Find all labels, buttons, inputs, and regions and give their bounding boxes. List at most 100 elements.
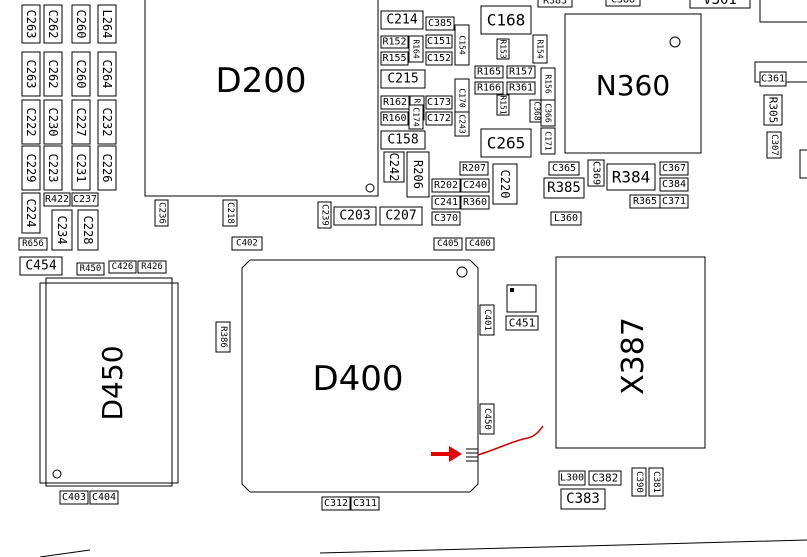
component-c224: C224 bbox=[21, 192, 41, 234]
svg-text:R361: R361 bbox=[509, 83, 533, 94]
chip-d200: D200 bbox=[144, 0, 379, 197]
component-c172: C172 bbox=[425, 111, 453, 126]
chip-x387-label: X387 bbox=[616, 317, 651, 395]
component-r386: R386 bbox=[215, 321, 231, 353]
svg-text:C237: C237 bbox=[73, 194, 97, 205]
svg-text:C361: C361 bbox=[761, 74, 785, 85]
svg-text:R166: R166 bbox=[477, 83, 501, 94]
component-c229: C229 bbox=[21, 145, 41, 191]
component-c265: C265 bbox=[480, 128, 532, 158]
svg-text:R165: R165 bbox=[477, 67, 501, 78]
component-r154: R154 bbox=[532, 34, 548, 64]
component-c240: C240 bbox=[460, 178, 490, 193]
svg-text:C312: C312 bbox=[324, 498, 348, 509]
svg-text:V301: V301 bbox=[703, 0, 737, 8]
svg-text:R386: R386 bbox=[218, 326, 228, 348]
svg-text:C307: C307 bbox=[769, 134, 779, 156]
svg-text:C207: C207 bbox=[385, 209, 416, 224]
arrow-right-icon bbox=[431, 446, 462, 462]
component-c307: C307 bbox=[766, 131, 782, 159]
component-r166: R166 bbox=[474, 81, 504, 95]
svg-text:C401: C401 bbox=[482, 309, 492, 331]
svg-text:R164: R164 bbox=[412, 39, 421, 58]
svg-text:C262: C262 bbox=[46, 60, 60, 89]
svg-text:C367: C367 bbox=[662, 163, 686, 174]
svg-text:R156: R156 bbox=[544, 74, 553, 93]
svg-text:C224: C224 bbox=[24, 199, 38, 228]
component-c311: C311 bbox=[350, 496, 380, 511]
component-r361: R361 bbox=[506, 81, 536, 95]
component-r202: R202 bbox=[431, 178, 461, 193]
component-r152: R152 bbox=[380, 35, 409, 49]
component-c262: C262 bbox=[43, 4, 63, 44]
svg-text:C242: C242 bbox=[387, 153, 401, 182]
svg-text:R365: R365 bbox=[633, 196, 657, 207]
svg-text:C154: C154 bbox=[458, 35, 467, 54]
component-c232: C232 bbox=[97, 99, 117, 145]
svg-text:C369: C369 bbox=[591, 161, 602, 185]
component-l360: L360 bbox=[550, 211, 582, 226]
svg-text:C405: C405 bbox=[437, 239, 459, 249]
svg-text:C403: C403 bbox=[62, 492, 86, 503]
component-c369: C369 bbox=[587, 159, 605, 187]
component-c158: C158 bbox=[380, 130, 426, 150]
svg-text:C366: C366 bbox=[544, 103, 553, 122]
edge-box-low bbox=[799, 149, 807, 179]
component-r162: R162 bbox=[380, 95, 410, 110]
svg-text:C223: C223 bbox=[46, 154, 60, 183]
svg-text:R155: R155 bbox=[382, 53, 406, 64]
component-r153: R153 bbox=[496, 38, 510, 60]
edge-box-top bbox=[759, 0, 807, 23]
svg-text:C390: C390 bbox=[634, 471, 644, 493]
component-c426: C426 bbox=[108, 260, 137, 274]
component-c260: C260 bbox=[71, 4, 91, 44]
component-c370: C370 bbox=[431, 211, 461, 226]
svg-text:R152: R152 bbox=[382, 37, 406, 48]
svg-text:C381: C381 bbox=[651, 471, 661, 493]
component-c405: C405 bbox=[433, 237, 463, 251]
component-c237: C237 bbox=[71, 192, 99, 207]
svg-text:C236: C236 bbox=[157, 202, 167, 224]
component-c173: C173 bbox=[425, 95, 453, 110]
component-c234: C234 bbox=[51, 209, 73, 251]
svg-text:C451: C451 bbox=[509, 317, 536, 330]
component-c223: C223 bbox=[43, 145, 63, 191]
svg-text:R426: R426 bbox=[141, 262, 163, 272]
svg-text:R360: R360 bbox=[463, 197, 487, 208]
svg-text:C454: C454 bbox=[25, 259, 56, 274]
chip-n360: N360 bbox=[564, 13, 702, 154]
svg-text:C262: C262 bbox=[46, 10, 60, 39]
component-c263: C263 bbox=[21, 4, 41, 44]
partial-r383: R383 bbox=[537, 0, 573, 8]
chip-d400-label: D400 bbox=[312, 359, 403, 399]
svg-text:C214: C214 bbox=[386, 13, 417, 28]
trace-bottom-right bbox=[319, 539, 807, 554]
svg-text:R385: R385 bbox=[547, 180, 581, 196]
component-c207: C207 bbox=[379, 206, 423, 226]
svg-text:R656: R656 bbox=[22, 239, 44, 249]
component-c361: C361 bbox=[759, 71, 787, 87]
component-c454: C454 bbox=[19, 256, 63, 276]
svg-text:R206: R206 bbox=[411, 160, 425, 189]
svg-text:C203: C203 bbox=[339, 209, 370, 224]
component-c220: C220 bbox=[492, 163, 518, 205]
component-r656: R656 bbox=[18, 237, 48, 251]
svg-text:C227: C227 bbox=[74, 108, 88, 137]
component-l300: L300 bbox=[558, 470, 586, 486]
component-c382: C382 bbox=[588, 470, 622, 486]
svg-text:C168: C168 bbox=[487, 11, 526, 30]
component-c174: C174 bbox=[408, 104, 424, 130]
svg-text:C152: C152 bbox=[427, 53, 451, 64]
component-r155: R155 bbox=[380, 51, 409, 66]
svg-text:C174: C174 bbox=[412, 107, 421, 126]
component-c401: C401 bbox=[479, 304, 495, 336]
svg-text:R162: R162 bbox=[383, 97, 407, 108]
component-c228: C228 bbox=[77, 209, 99, 251]
svg-text:C222: C222 bbox=[24, 108, 38, 137]
component-r305: R305 bbox=[763, 94, 783, 126]
svg-text:C385: C385 bbox=[428, 18, 452, 29]
component-c231: C231 bbox=[71, 145, 91, 191]
chip-d200-label: D200 bbox=[215, 61, 306, 101]
svg-text:C243: C243 bbox=[458, 114, 467, 133]
